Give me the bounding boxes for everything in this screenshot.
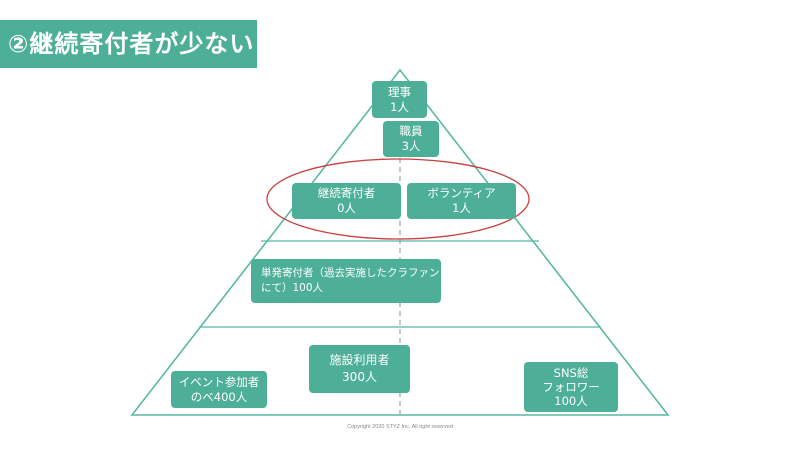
staff-box: 職員 3人 [383,121,439,157]
board-label: 理事 [388,84,411,99]
continuous-donors-box: 継続寄付者 0人 [292,183,401,219]
volunteers-box: ボランティア 1人 [407,183,516,219]
event-participants-label: イベント参加者 [178,374,260,389]
sns-followers-count: 100人 [554,394,588,408]
continuous-donors-label: 継続寄付者 [317,186,376,200]
single-donors-label: 単発寄付者（過去実施したクラファン [261,267,440,279]
facility-users-label: 施設利用者 [329,353,390,367]
event-participants-count: のべ400人 [190,389,248,404]
single-donors-box: 単発寄付者（過去実施したクラファン にて）100人 [251,259,441,303]
highlight-ellipse [266,158,530,240]
event-participants-box: イベント参加者 のべ400人 [171,371,267,408]
sns-followers-label: SNS総 [553,366,589,380]
facility-users-count: 300人 [342,370,377,384]
volunteers-label: ボランティア [427,186,496,200]
sns-followers-box: SNS総 フォロワー 100人 [524,362,618,412]
copyright-notice: Copyright 2020 STYZ Inc. All right reser… [347,424,453,430]
board-count: 1人 [390,99,409,114]
staff-label: 職員 [399,124,423,138]
sns-followers-label-2: フォロワー [542,380,600,394]
facility-users-box: 施設利用者 300人 [309,345,410,393]
single-donors-count: にて）100人 [261,282,324,294]
staff-count: 3人 [401,139,421,153]
slide-title: ②継続寄付者が少ない [0,20,257,68]
volunteers-count: 1人 [452,201,471,215]
board-box: 理事 1人 [372,81,427,118]
continuous-donors-count: 0人 [337,201,356,215]
